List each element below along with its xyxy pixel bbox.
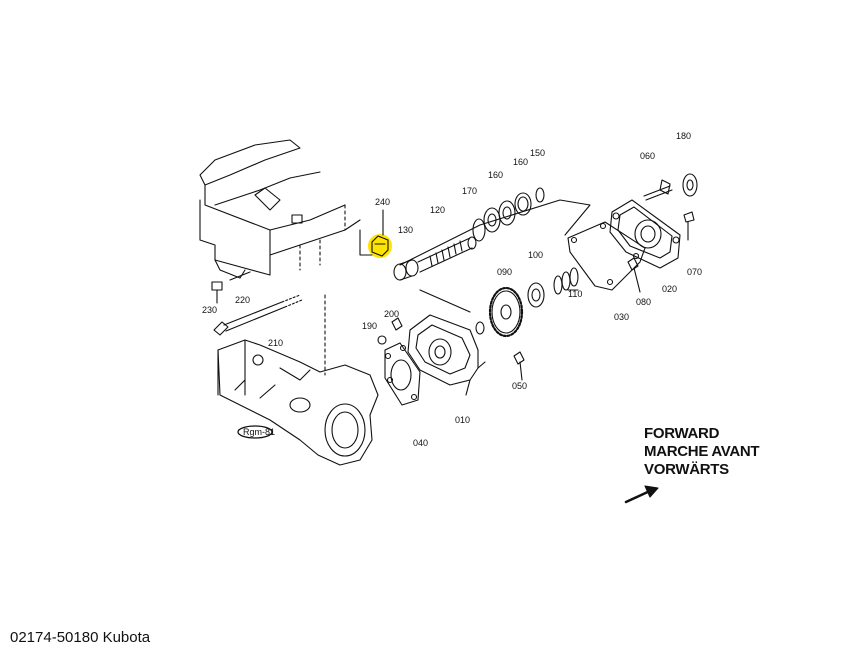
direction-label: FORWARD MARCHE AVANT VORWÄRTS [644, 425, 760, 479]
label-180: 180 [676, 131, 691, 141]
label-070: 070 [687, 267, 702, 277]
label-130: 130 [398, 225, 413, 235]
label-220: 220 [235, 295, 250, 305]
label-110: 110 [568, 289, 582, 299]
collar-130 [393, 259, 419, 281]
cover-020 [609, 199, 681, 269]
case-010 [407, 314, 486, 396]
gasket-030 [567, 221, 646, 291]
arrow-up-right-icon [624, 485, 659, 504]
label-030: 030 [614, 312, 629, 322]
label-210: 210 [268, 338, 283, 348]
label-100: 100 [528, 250, 543, 260]
label-050: 050 [512, 381, 527, 391]
part-caption: 02174-50180 Kubota [10, 629, 151, 646]
label-160-a: 160 [488, 170, 503, 180]
washer-170 [472, 218, 486, 242]
part-labels: 240 130 120 170 160 160 150 180 060 010 … [202, 131, 702, 448]
leader-upper-frame [399, 199, 591, 266]
svg-text:Rgm-81: Rgm-81 [243, 427, 275, 437]
seal-160 [514, 192, 532, 216]
leader-bracket [359, 229, 373, 256]
long-bolt-210 [213, 294, 303, 336]
label-010: 010 [455, 415, 470, 425]
label-230: 230 [202, 305, 217, 315]
label-170: 170 [462, 186, 477, 196]
direction-line-forward: FORWARD [644, 425, 720, 442]
bolt-230 [211, 281, 223, 304]
leader-lower [419, 289, 471, 313]
parts-190-200 [377, 317, 403, 345]
label-080: 080 [636, 297, 651, 307]
bolt-060 [643, 179, 673, 201]
transmission-housing [217, 294, 379, 466]
gear-090 [488, 286, 524, 338]
gasket-040 [384, 342, 421, 406]
label-120: 120 [430, 205, 445, 215]
label-160-b: 160 [513, 157, 528, 167]
collar-090 [475, 321, 485, 335]
nut-240-highlighted [368, 209, 392, 258]
direction-line-vorwarts: VORWÄRTS [644, 461, 729, 478]
frame-block [199, 139, 361, 281]
rings-110 [553, 267, 579, 295]
label-040: 040 [413, 438, 428, 448]
bearing-180 [682, 173, 698, 197]
bearing-100 [527, 282, 545, 308]
label-060: 060 [640, 151, 655, 161]
bolt-080 [627, 257, 641, 293]
bearing-160-b [498, 200, 516, 226]
housing-tag: Rgm-81 [237, 425, 275, 439]
label-200: 200 [384, 309, 399, 319]
plug-070 [683, 211, 695, 241]
label-020: 020 [662, 284, 677, 294]
label-150: 150 [530, 148, 545, 158]
bolt-050 [513, 351, 525, 381]
label-190: 190 [362, 321, 377, 331]
direction-line-marche-avant: MARCHE AVANT [644, 443, 760, 460]
shaft-120 [417, 236, 477, 273]
ring-150 [535, 187, 545, 203]
label-240: 240 [375, 197, 390, 207]
label-090: 090 [497, 267, 512, 277]
